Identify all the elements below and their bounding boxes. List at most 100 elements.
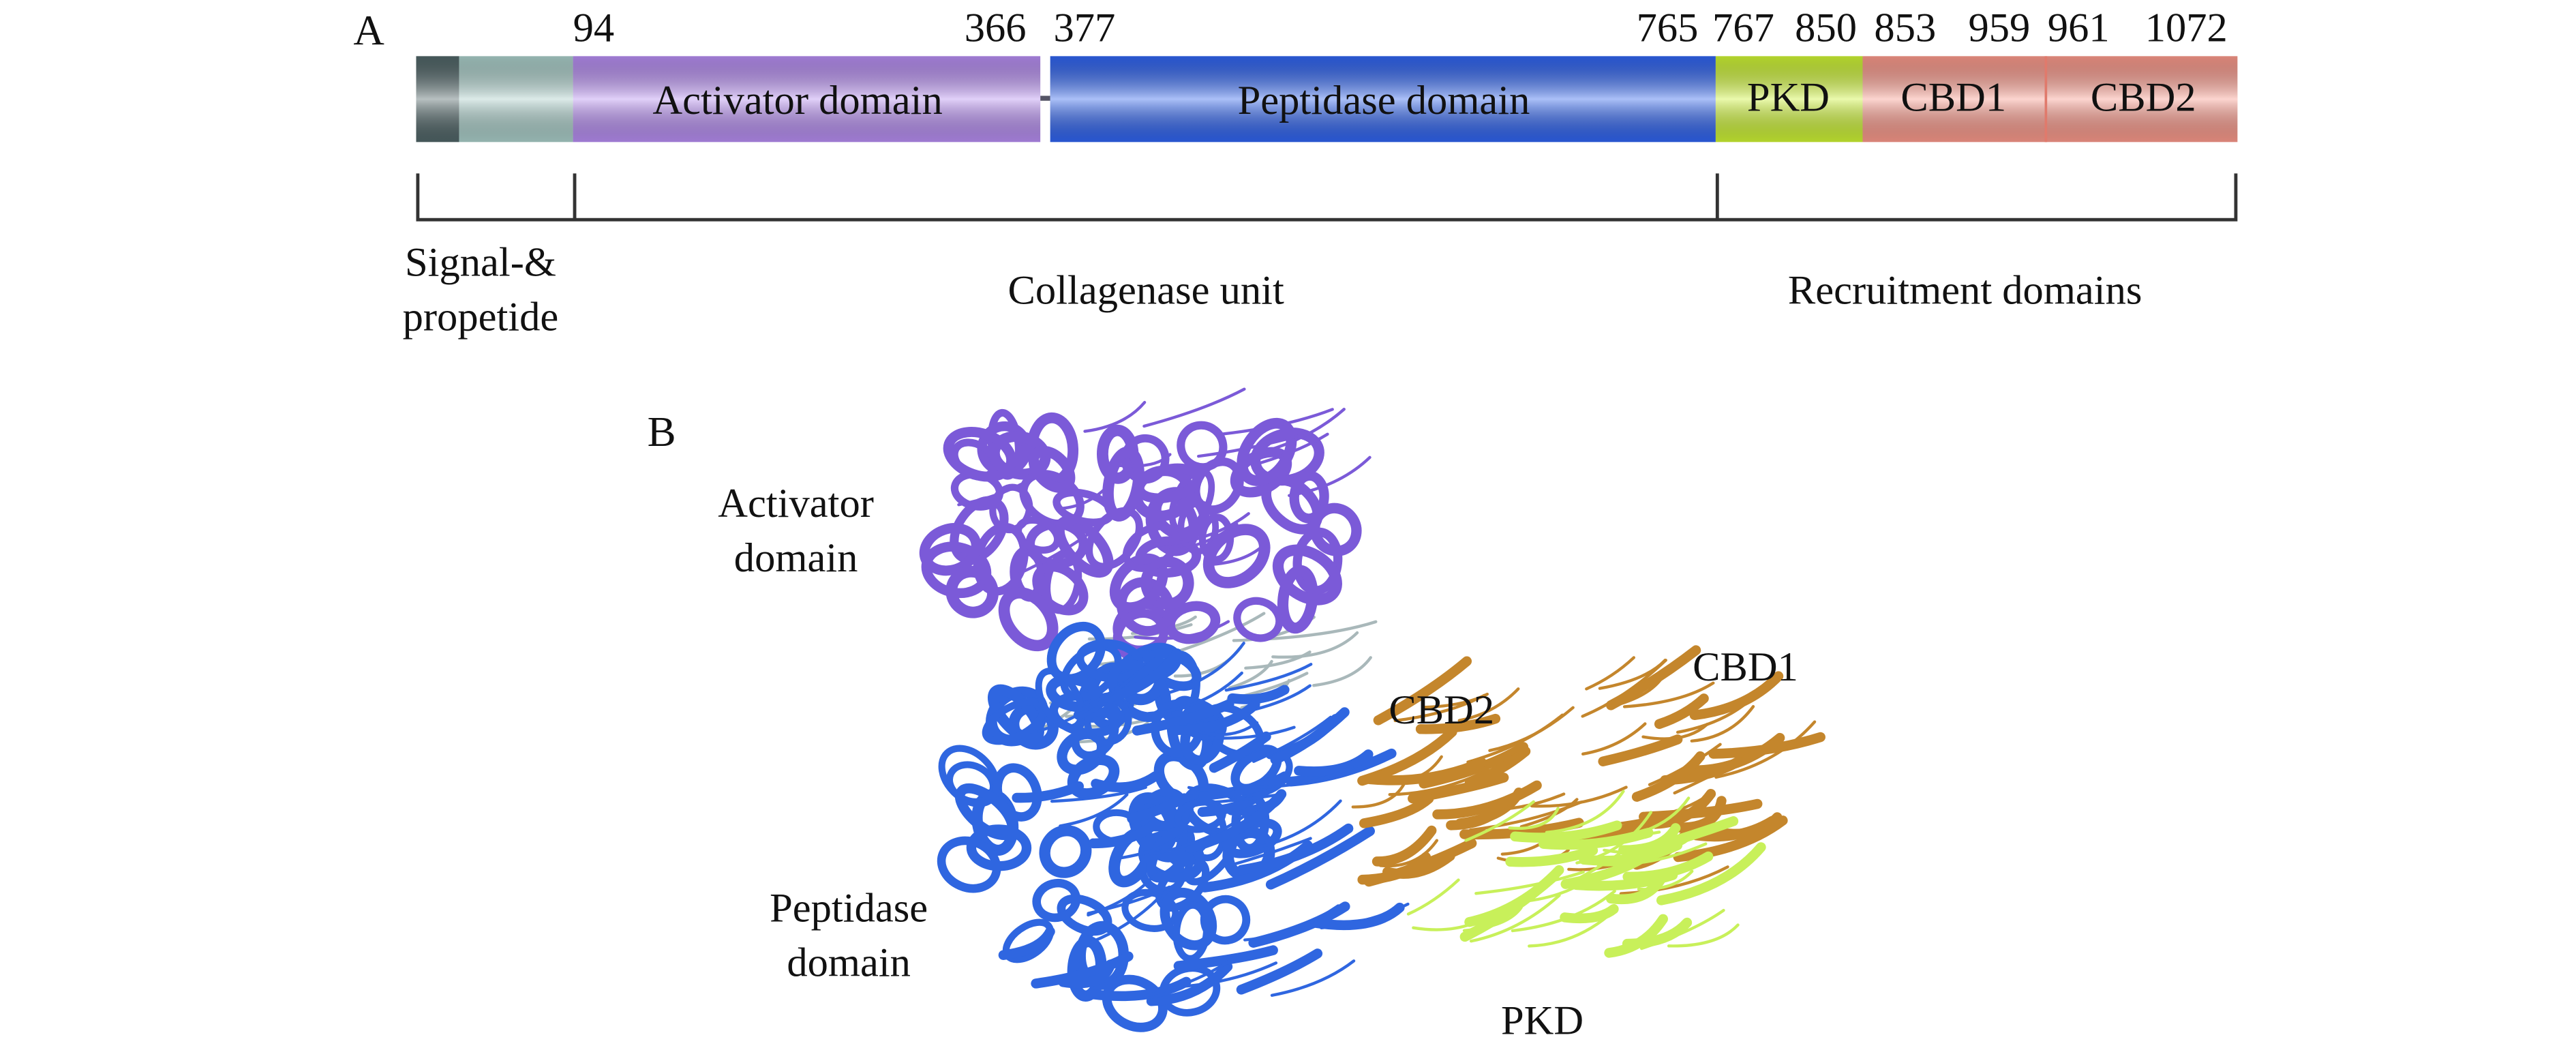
helix-element	[1067, 754, 1120, 799]
helix-element	[1272, 544, 1342, 605]
sheet-element	[1373, 656, 1472, 725]
loop-element	[1667, 923, 1740, 948]
loop-element	[1037, 672, 1138, 733]
helix-element	[998, 587, 1059, 652]
loop-element	[1060, 479, 1114, 510]
loop-element	[1511, 889, 1616, 933]
sheet-element	[1598, 734, 1683, 766]
sheet-element	[1654, 693, 1709, 730]
position-label: 765	[1637, 5, 1699, 51]
position-label: 377	[1054, 5, 1116, 51]
loop-element	[1252, 715, 1333, 763]
loop-element	[1140, 959, 1231, 999]
collagenase-unit-label: Collagenase unit	[1008, 268, 1284, 314]
sheet-element	[1294, 749, 1374, 777]
helix-element	[1202, 524, 1271, 588]
loop-element	[1406, 878, 1460, 916]
position-label: 959	[1969, 5, 2031, 51]
protein-structure-cartoon	[919, 387, 1825, 1032]
sheet-element	[1689, 671, 1784, 721]
position-label: 961	[2048, 5, 2110, 51]
loop-element	[1508, 807, 1560, 830]
activator-domain-label: Activator domain	[652, 78, 942, 123]
loop-element	[1585, 656, 1636, 691]
loop-element	[1488, 706, 1575, 752]
pkd-structure	[1406, 790, 1740, 950]
loop-element	[1111, 829, 1188, 861]
linker-segment	[1040, 95, 1050, 101]
sheet-element	[1132, 699, 1234, 736]
activator-domain-structure-label: Activator	[718, 481, 874, 526]
loop-element	[1714, 720, 1817, 779]
helix-element	[1122, 522, 1180, 572]
loop-element	[1200, 725, 1296, 740]
pkd-structure-label: PKD	[1501, 998, 1584, 1043]
helix-element	[1172, 901, 1211, 963]
loop-element	[1219, 408, 1334, 436]
peptidase-domain-structure	[1037, 642, 1410, 999]
structure-labels: Activator domain Peptidase domain CBD2 C…	[718, 481, 1798, 1043]
recruitment-domains-label: Recruitment domains	[1788, 268, 2142, 314]
loop-element	[1637, 869, 1694, 891]
activator-domain-structure-label: domain	[734, 535, 858, 581]
loop-element	[1288, 455, 1372, 497]
loop-element	[1673, 747, 1763, 795]
domain-bar: Activator domain Peptidase domain PKD CB…	[416, 56, 2238, 143]
position-label: 850	[1795, 5, 1857, 51]
loop-element	[1134, 620, 1230, 640]
sheet-element	[1127, 793, 1189, 824]
loop-element	[1351, 777, 1408, 809]
loop-element	[1626, 796, 1691, 837]
sheet-element	[1088, 818, 1161, 849]
sheet-element	[1237, 823, 1354, 875]
loop-element	[1144, 812, 1249, 856]
loop-element	[1388, 768, 1489, 796]
sheet-element	[1357, 727, 1457, 786]
sheet-element	[1656, 842, 1766, 905]
loop-element	[1147, 671, 1243, 715]
loop-element	[1468, 800, 1583, 832]
sheet-element	[1227, 685, 1290, 704]
sheet-element	[998, 927, 1055, 960]
sheet-element	[1270, 707, 1350, 765]
sheet-element	[1432, 780, 1542, 820]
loop-element	[1622, 681, 1715, 708]
residue-positions: 94 366 377 765 767 850 853 959 961 1072	[573, 5, 2228, 51]
sheet-element	[1248, 901, 1350, 948]
helix-element	[1043, 550, 1082, 614]
loop-element	[1575, 811, 1653, 865]
loop-element	[1596, 842, 1708, 867]
sheet-element	[1146, 961, 1233, 1006]
sheet-element	[1372, 825, 1437, 867]
loop-element	[1166, 522, 1239, 552]
position-label: 94	[573, 5, 615, 51]
helix-element	[1046, 674, 1104, 713]
helix-element	[1032, 878, 1081, 923]
sheet-element	[1605, 645, 1701, 710]
loop-element	[1271, 631, 1359, 659]
loop-element	[1423, 692, 1489, 709]
helix-element	[1102, 974, 1168, 1032]
activator-domain-structure	[919, 408, 1362, 663]
loop-element	[1270, 959, 1356, 997]
loop-element	[1603, 837, 1691, 855]
sheet-element	[1236, 948, 1323, 995]
loop-element	[1198, 721, 1259, 736]
peptidase-domain-label: Peptidase domain	[1238, 78, 1530, 123]
loop-element	[1690, 705, 1755, 743]
sheet-element	[1459, 871, 1560, 942]
loop-element	[1528, 914, 1611, 948]
helix-element	[1035, 668, 1085, 732]
loop-element	[1243, 799, 1342, 852]
loop-element	[1460, 792, 1566, 812]
cbd2-domain-label: CBD2	[2091, 74, 2196, 120]
helix-element	[1165, 601, 1221, 644]
loop-element	[1613, 796, 1705, 826]
sheet-element	[1505, 845, 1598, 867]
sheet-element	[1197, 780, 1276, 818]
loop-element	[1598, 659, 1667, 690]
sheet-element	[1510, 820, 1622, 843]
loop-element	[1545, 790, 1625, 835]
loop-element	[1393, 755, 1443, 781]
